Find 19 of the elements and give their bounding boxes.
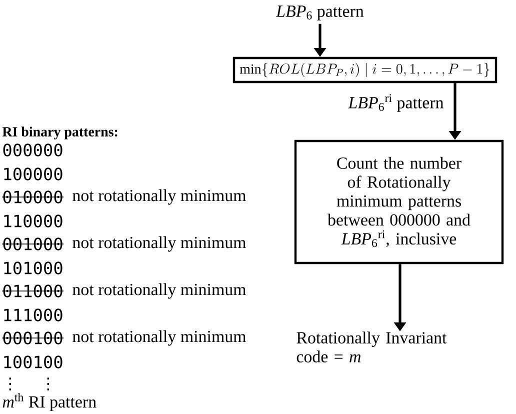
binary-pattern: 100100 — [4, 356, 62, 368]
note: not rotationally minimum — [72, 330, 246, 346]
caption: m$^{th}$ RI pattern — [2, 392, 96, 412]
binary-pattern: 111000 — [4, 308, 62, 322]
binary-pattern: 101000 — [4, 262, 62, 274]
process-box: Count the number of Rotationally minimum patterns between 000000 and LBP$_{6}$$^{ri}$, inclusive — [294, 140, 504, 264]
note: not rotationally minimum — [72, 236, 246, 252]
text-label: LBP$_{6}$ pattern — [276, 6, 364, 20]
note: not rotationally minimum — [72, 283, 246, 299]
formula-box: $\min\{ROL(LBP_P,i)\mid i=0,1,\ldots,P-1\}$ — [232, 56, 498, 84]
edge-label: LBP$_{6}$$^{ri}$ pattern — [347, 93, 445, 113]
binary-pattern: 100000 — [4, 168, 62, 180]
note: not rotationally minimum — [72, 189, 246, 205]
binary-pattern: 110000 — [4, 214, 62, 228]
text-label: Rotationally Invariant code = m — [296, 332, 447, 362]
binary-pattern: 000000 — [3, 144, 62, 156]
ellipsis: ⋮ — [9, 378, 11, 390]
heading: RI binary patterns: — [2, 126, 118, 140]
ellipsis: ⋮ — [47, 378, 49, 390]
